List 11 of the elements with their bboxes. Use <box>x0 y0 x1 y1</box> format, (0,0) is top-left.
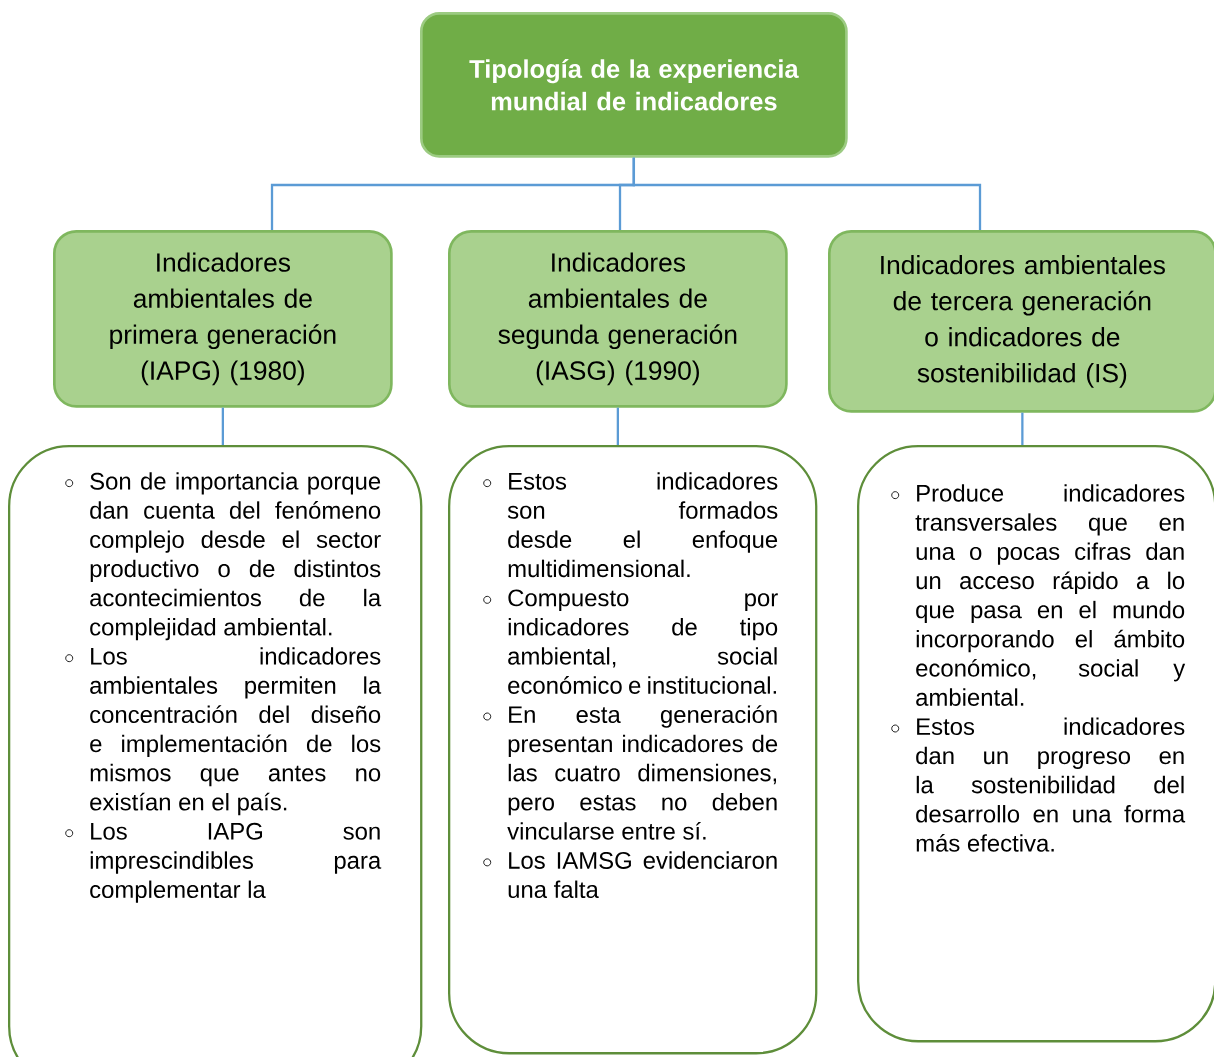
category-box: Indicadores ambientales de tercera generación o indicadores de sostenibilidad (IS) <box>828 230 1214 413</box>
title-box: Tipología de la experiencia mundial de indicadores <box>420 12 848 158</box>
connector-line <box>221 407 224 445</box>
connector-line <box>1021 412 1024 445</box>
description-box: Son de importancia porque dan cuenta del fenómeno complejo desde el sector productivo o de distintos acontecimientos de la complejidad ambiental. Los indicadores ambientales permiten la concentración del diseño e implementación de los mismos que antes no existían en el país. Los IAPG son imprescindibles para complementar la <box>8 445 423 1057</box>
description-box: Estos indicadores son formados desde el enfoque multidimensional. Compuesto por indicadores de tipo ambiental, social económico e institucional. En esta generación presentan indicadores de las cuatro dimensiones, pero estas no deben vincularse entre sí. Los IAMSG evidenciaron una falta <box>448 445 818 1055</box>
description-box: Produce indicadores transversales que en una o pocas cifras dan un acceso rápido a lo que pasa en el mundo incorporando el ámbito económico, social y ambiental. Estos indicadores dan un progreso en la sostenibilidad del desarrollo en una forma más efectiva. <box>857 445 1214 1043</box>
category-box: Indicadores ambientales de primera generación (IAPG) (1980) <box>53 230 393 408</box>
category-box: Indicadores ambientales de segunda generación (IASG) (1990) <box>448 230 788 408</box>
connector-line <box>616 407 619 445</box>
connector-line <box>632 157 982 230</box>
